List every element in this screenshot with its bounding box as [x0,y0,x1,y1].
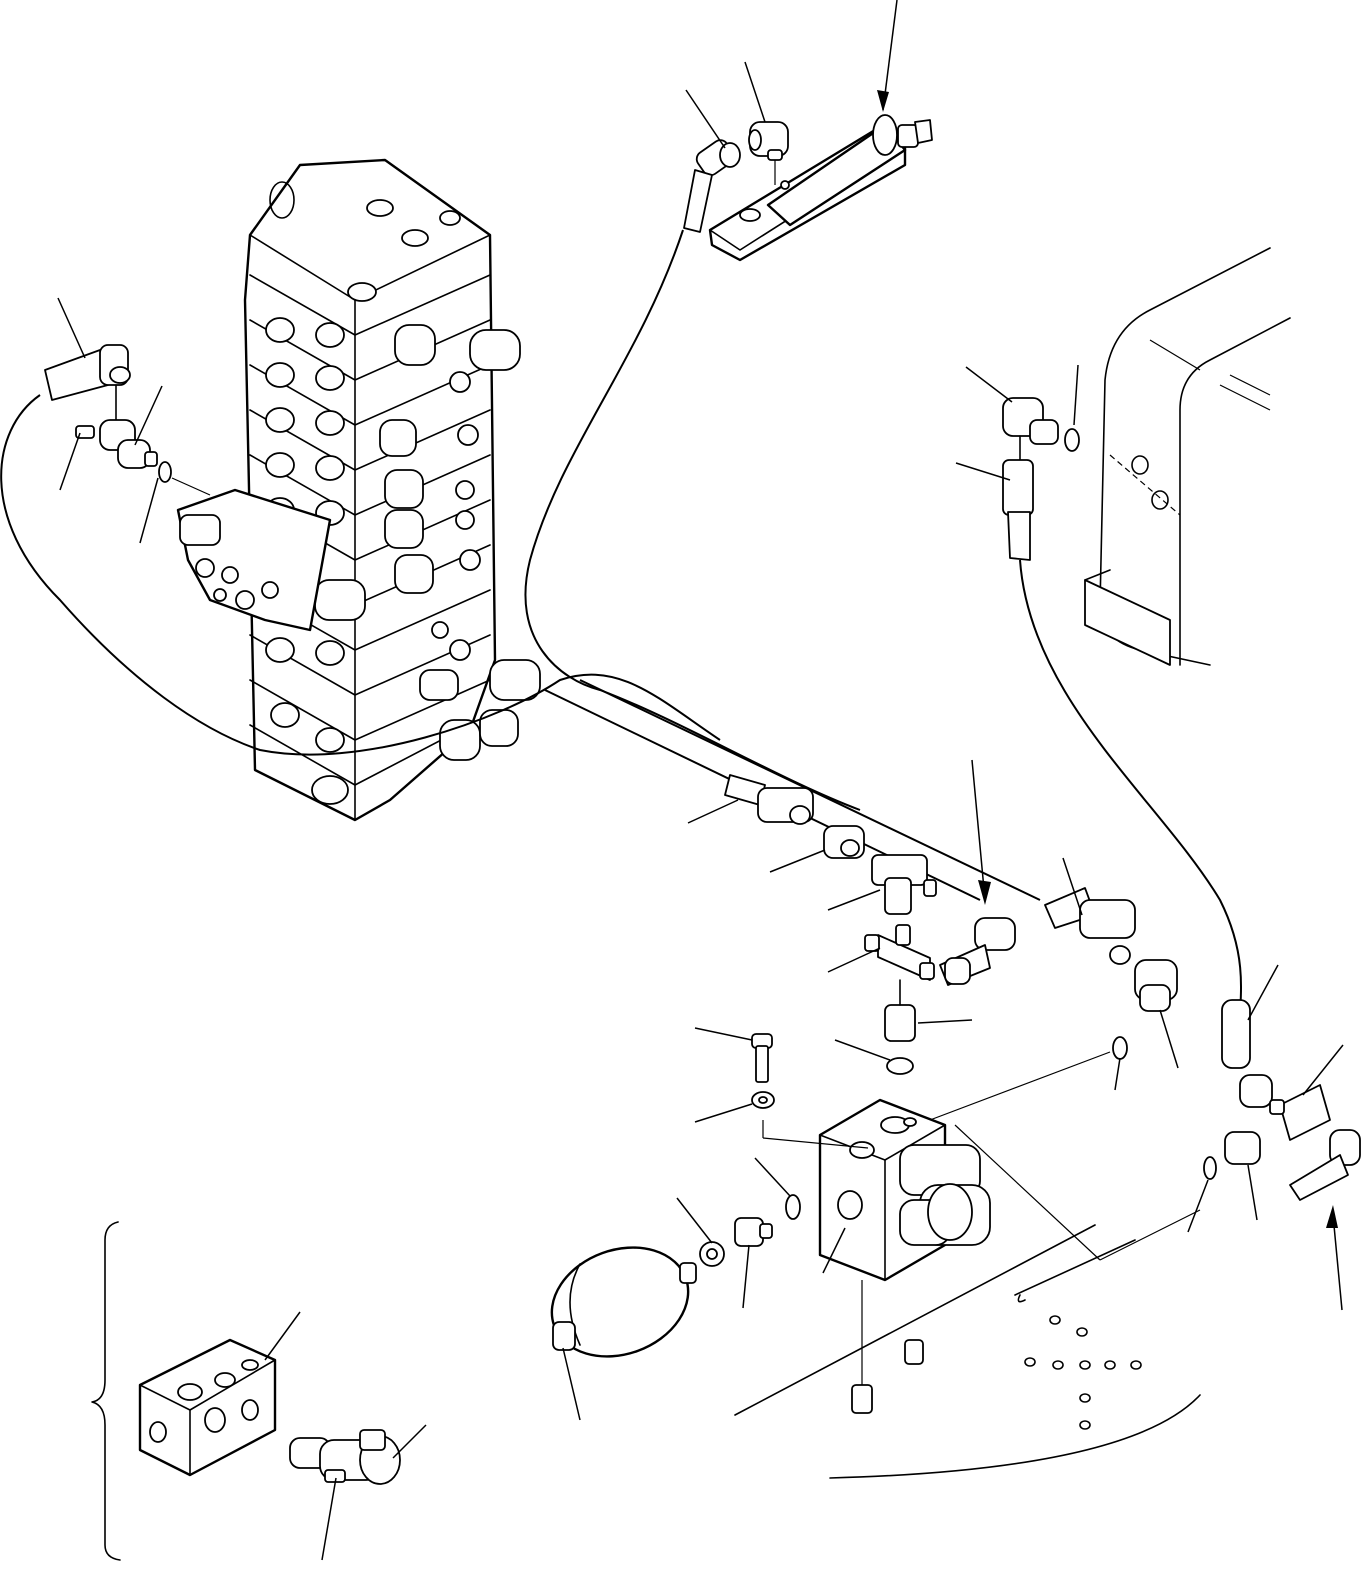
adapter-fitting [884,1004,916,1042]
cross-fitting [864,924,935,981]
valve-spools [314,324,541,761]
elbow-fitting-left [99,419,158,469]
o-ring-block [785,1194,801,1220]
tee-fitting [871,854,937,915]
cylinder-assembly [683,114,933,262]
dashed-elbow [939,917,1016,986]
solenoid-manifold [176,488,332,632]
inset-alternate-assembly [91,1221,401,1561]
o-ring-mid [886,1057,914,1075]
accumulator [550,1246,697,1358]
frame-outline [734,1124,1201,1479]
cylinder-elbow [748,121,789,161]
control-valve-assembly [176,158,541,822]
leader-lines [57,0,1344,1561]
right-bottom-fittings [1203,999,1361,1201]
inset-solenoid-valve [289,1429,401,1485]
valve-block [762,1098,991,1282]
cab-outline [1084,247,1291,666]
cylinder-hose-end [683,139,741,233]
cab-fittings [1002,397,1080,561]
bolt-and-washer [751,1033,775,1109]
plug-left [75,425,95,439]
top-left-fittings [44,344,211,496]
accumulator-adapter [699,1217,773,1267]
lifting-eye [269,181,295,219]
o-ring-left [158,461,172,483]
valve-block-solenoid [899,1144,991,1246]
middle-fittings [724,774,1178,1121]
